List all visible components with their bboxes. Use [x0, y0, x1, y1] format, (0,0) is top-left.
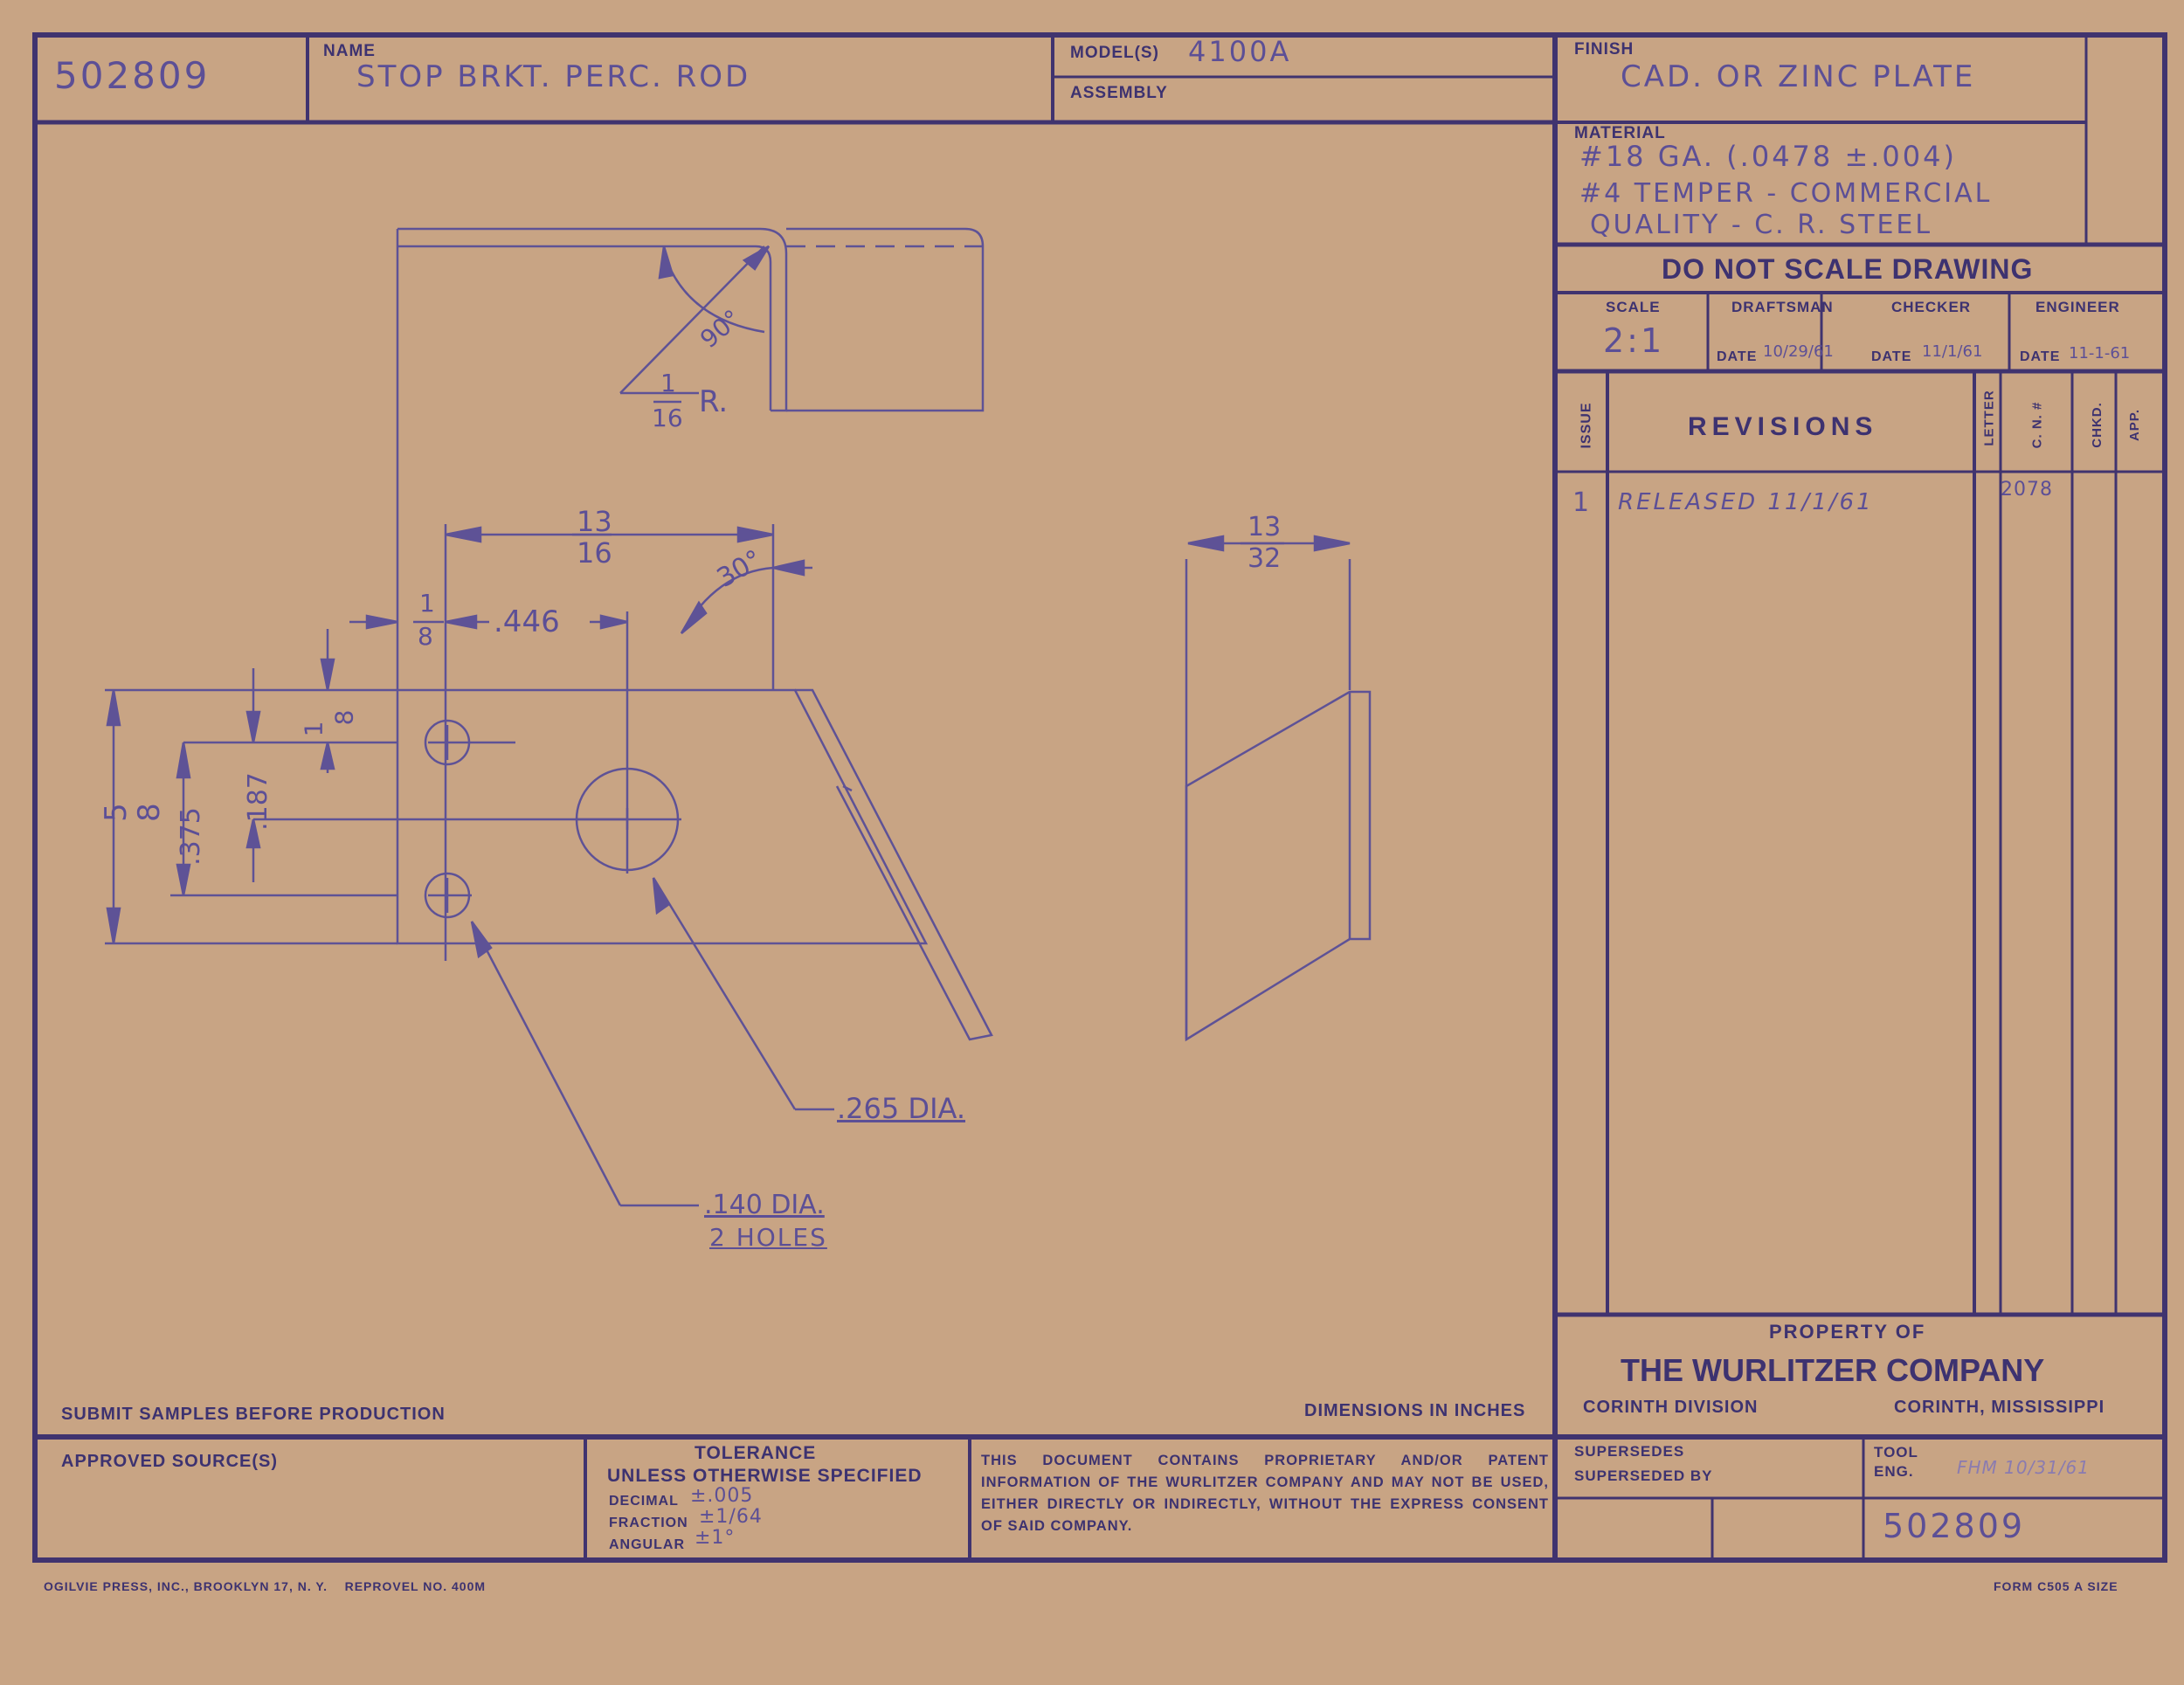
draftsman-date: 10/29/61	[1763, 342, 1834, 361]
material-line-1: #18 GA. (.0478 ±.004)	[1579, 140, 1957, 173]
revisions-title: REVISIONS	[1688, 412, 1878, 441]
chkd-label: CHKD.	[2089, 402, 2105, 448]
material-line-2: #4 TEMPER - COMMERCIAL	[1579, 178, 1993, 209]
dim-187: .187	[242, 772, 273, 831]
cn-label: C. N. #	[2029, 401, 2045, 449]
checker-label: CHECKER	[1891, 299, 1972, 315]
scale-label: SCALE	[1606, 299, 1661, 315]
models-value: 4100A	[1188, 35, 1292, 68]
app-label: APP.	[2127, 408, 2143, 442]
left-offset-numerator: 1	[419, 589, 435, 618]
radius-suffix: R.	[699, 384, 729, 419]
width-denominator: 16	[577, 536, 612, 570]
hole-spacing-446: .446	[494, 604, 560, 639]
fraction-label: FRACTION	[609, 1516, 688, 1530]
part-name: STOP BRKT. PERC. ROD	[356, 59, 751, 94]
name-label: NAME	[323, 42, 376, 60]
tolerance-title: TOLERANCE	[695, 1443, 817, 1463]
approved-sources-label: APPROVED SOURCE(S)	[61, 1452, 279, 1471]
height-denominator: 8	[131, 803, 167, 822]
bottom-part-number: 502809	[1883, 1507, 2026, 1545]
revision-cn: 2078	[2001, 479, 2053, 501]
side-thickness-denominator: 32	[1248, 543, 1282, 574]
models-label: MODEL(S)	[1070, 44, 1159, 62]
tool-eng-label: TOOL ENG.	[1874, 1444, 1918, 1480]
engineer-label: ENGINEER	[2035, 299, 2120, 315]
decimal-value: ±.005	[690, 1485, 754, 1507]
supersedes-label: SUPERSEDES	[1574, 1443, 1685, 1460]
engineer-date: 11-1-61	[2069, 344, 2131, 363]
draftsman-date-label: DATE	[1717, 349, 1758, 364]
part-drawing	[105, 227, 1372, 1207]
submit-samples-note: SUBMIT SAMPLES BEFORE PRODUCTION	[61, 1405, 446, 1424]
checker-date-label: DATE	[1871, 349, 1912, 364]
location: CORINTH, MISSISSIPPI	[1894, 1398, 2105, 1417]
finish-value: CAD. OR ZINC PLATE	[1621, 59, 1976, 94]
radius-denominator: 16	[652, 404, 683, 432]
width-numerator: 13	[577, 505, 612, 538]
revision-description: RELEASED 11/1/61	[1618, 489, 1874, 515]
property-of: PROPERTY OF	[1769, 1321, 1926, 1343]
printer-credit: OGILVIE PRESS, INC., BROOKLYN 17, N. Y. …	[44, 1579, 487, 1593]
proprietary-notice: THIS DOCUMENT CONTAINS PROPRIETARY AND/O…	[981, 1453, 1549, 1534]
material-line-3: QUALITY - C. R. STEEL	[1590, 210, 1933, 240]
dimensions-note: DIMENSIONS IN INCHES	[1304, 1401, 1526, 1420]
fraction-value: ±1/64	[699, 1506, 763, 1528]
do-not-scale-note: DO NOT SCALE DRAWING	[1662, 253, 2034, 285]
radius-numerator: 1	[660, 369, 676, 397]
material-label: MATERIAL	[1574, 124, 1666, 142]
dim-375: .375	[175, 807, 206, 866]
tolerance-subtitle: UNLESS OTHERWISE SPECIFIED	[607, 1466, 923, 1486]
tool-eng-value: FHM 10/31/61	[1957, 1457, 2090, 1478]
finish-label: FINISH	[1574, 40, 1635, 59]
assembly-label: ASSEMBLY	[1070, 84, 1168, 102]
checker-date: 11/1/61	[1922, 342, 1983, 361]
revision-issue: 1	[1572, 487, 1593, 518]
angular-value: ±1°	[695, 1527, 736, 1549]
division: CORINTH DIVISION	[1583, 1398, 1759, 1417]
top-hole-numerator: 1	[299, 721, 328, 737]
top-hole-denominator: 8	[329, 709, 359, 726]
form-size: FORM C505 A SIZE	[1994, 1579, 2118, 1593]
side-thickness-numerator: 13	[1248, 512, 1282, 542]
left-offset-denominator: 8	[418, 622, 433, 651]
superseded-by-label: SUPERSEDED BY	[1574, 1467, 1713, 1484]
angular-label: ANGULAR	[609, 1537, 685, 1552]
issue-label: ISSUE	[1579, 402, 1594, 449]
small-holes-callout-2: 2 HOLES	[709, 1223, 827, 1252]
large-hole-callout: .265 DIA.	[837, 1092, 965, 1125]
letter-label: LETTER	[1981, 390, 1997, 446]
part-number: 502809	[54, 54, 211, 97]
decimal-label: DECIMAL	[609, 1494, 679, 1509]
draftsman-label: DRAFTSMAN	[1731, 299, 1834, 315]
company-name: THE WURLITZER COMPANY	[1621, 1352, 2045, 1388]
height-numerator: 5	[98, 803, 134, 822]
scale-value: 2:1	[1603, 321, 1665, 360]
small-holes-callout-1: .140 DIA.	[704, 1190, 825, 1220]
engineer-date-label: DATE	[2020, 349, 2061, 364]
